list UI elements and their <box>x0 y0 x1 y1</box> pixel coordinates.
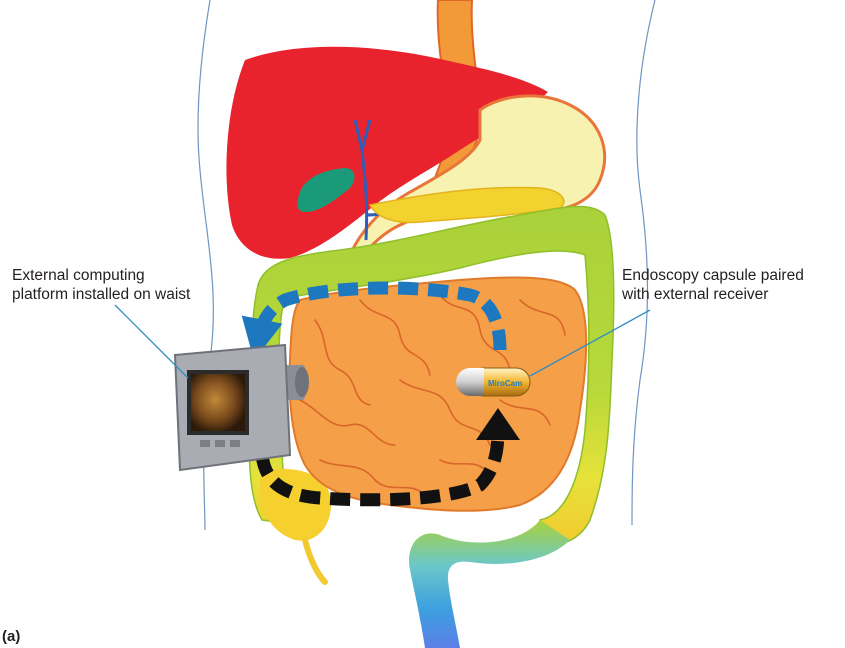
endoscopy-capsule-icon: MiroCam <box>456 368 530 396</box>
rectum <box>409 520 570 648</box>
capsule-label: Endoscopy capsule paired with external r… <box>622 266 804 304</box>
small-intestine <box>290 277 587 510</box>
external-platform-label-line-2: platform installed on waist <box>12 285 190 304</box>
capsule-label-line-1: Endoscopy capsule paired <box>622 266 804 285</box>
leader-line-left <box>115 305 188 378</box>
panel-label: (a) <box>2 628 20 645</box>
capsule-brand-text: MiroCam <box>488 379 522 388</box>
external-platform-label: External computing platform installed on… <box>12 266 190 304</box>
capsule-label-line-2: with external receiver <box>622 285 804 304</box>
external-platform-label-line-1: External computing <box>12 266 190 285</box>
